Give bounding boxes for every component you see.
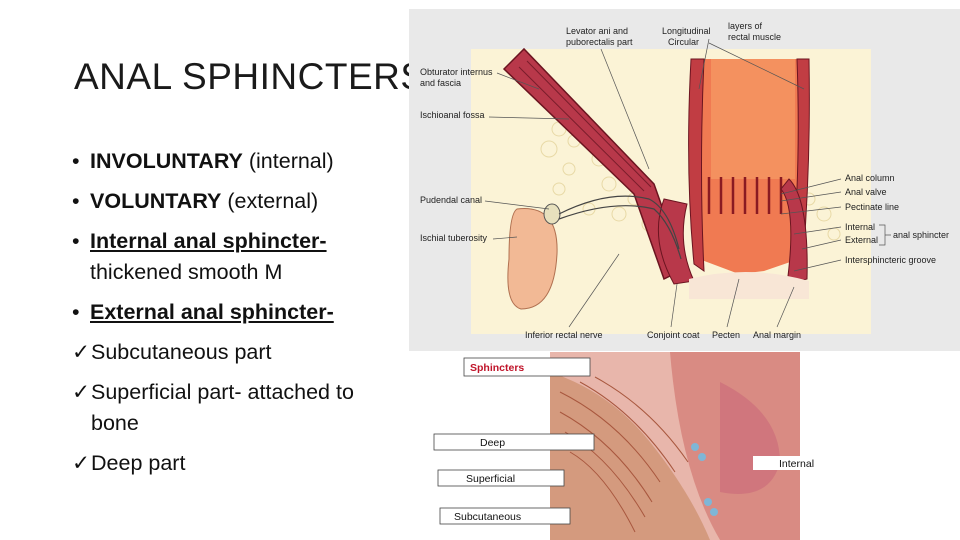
label-inferior-rectal: Inferior rectal nerve (525, 330, 603, 340)
check-icon: ✓ (72, 377, 90, 408)
anal-columns (709, 177, 781, 214)
label-internal: Internal (779, 458, 814, 470)
label-anal-sphincter: anal sphincter (893, 230, 949, 240)
label-obturator-2: and fascia (420, 78, 461, 88)
label-anal-margin: Anal margin (753, 330, 801, 340)
label-anal-column: Anal column (845, 173, 895, 183)
bullet-external-sphincter: • External anal sphincter- (72, 297, 422, 328)
label-sphincters: Sphincters (470, 362, 524, 374)
label-pudendal: Pudendal canal (420, 195, 482, 205)
label-levator-2: puborectalis part (566, 37, 633, 47)
label-obturator: Obturator internus (420, 67, 493, 77)
label-internal: Internal (845, 222, 875, 232)
bullet-superficial: ✓ Superficial part- attached to bone (72, 377, 422, 439)
label-circular: Circular (668, 37, 699, 47)
label-intersphincteric: Intersphincteric groove (845, 255, 936, 265)
bullet-strong: VOLUNTARY (90, 189, 221, 213)
sphincters-illustration: Sphincters Deep Superficial Subcutaneous… (420, 352, 840, 540)
bullet-involuntary: • INVOLUNTARY (internal) (72, 146, 422, 177)
bullet-text: thickened smooth M (90, 257, 422, 288)
bullet-text: (external) (221, 189, 318, 213)
label-anal-valve: Anal valve (845, 187, 887, 197)
bullet-deep: ✓ Deep part (72, 448, 422, 479)
bullet-subcutaneous: ✓ Subcutaneous part (72, 337, 422, 368)
label-layers: layers of (728, 21, 763, 31)
label-levator: Levator ani and (566, 26, 628, 36)
label-layers-2: rectal muscle (728, 32, 781, 42)
bullet-marker: • (72, 146, 80, 177)
bullet-text: Superficial part- attached to (91, 380, 354, 404)
check-icon: ✓ (72, 448, 90, 479)
label-external: External (845, 235, 878, 245)
label-conjoint: Conjoint coat (647, 330, 700, 340)
label-longitudinal: Longitudinal (662, 26, 711, 36)
bullet-strong: INVOLUNTARY (90, 149, 243, 173)
label-superficial: Superficial (466, 473, 515, 485)
label-pecten: Pecten (712, 330, 740, 340)
bullet-marker: • (72, 297, 80, 328)
check-icon: ✓ (72, 337, 90, 368)
label-ischioanal: Ischioanal fossa (420, 110, 485, 120)
bullet-list: • INVOLUNTARY (internal) • VOLUNTARY (ex… (72, 146, 422, 479)
label-deep: Deep (480, 437, 505, 449)
bullet-text: Deep part (91, 451, 185, 475)
bullet-marker: • (72, 226, 80, 257)
bullet-text: Subcutaneous part (91, 340, 272, 364)
bullet-internal-sphincter: • Internal anal sphincter- thickened smo… (72, 226, 422, 288)
anal-canal-coronal-diagram: Levator ani and puborectalis part Longit… (409, 9, 960, 351)
bullet-text-cont: bone (91, 408, 422, 439)
bullet-voluntary: • VOLUNTARY (external) (72, 186, 422, 217)
deep-label-box (434, 434, 594, 450)
label-pectinate: Pectinate line (845, 202, 899, 212)
bullet-strong: External anal sphincter- (90, 300, 334, 324)
bullet-text: (internal) (243, 149, 334, 173)
label-subcutaneous: Subcutaneous (454, 511, 521, 523)
label-ischial: Ischial tuberosity (420, 233, 488, 243)
slide-title: ANAL SPHINCTERS (74, 56, 426, 98)
bullet-marker: • (72, 186, 80, 217)
bullet-strong: Internal anal sphincter- (90, 229, 327, 253)
